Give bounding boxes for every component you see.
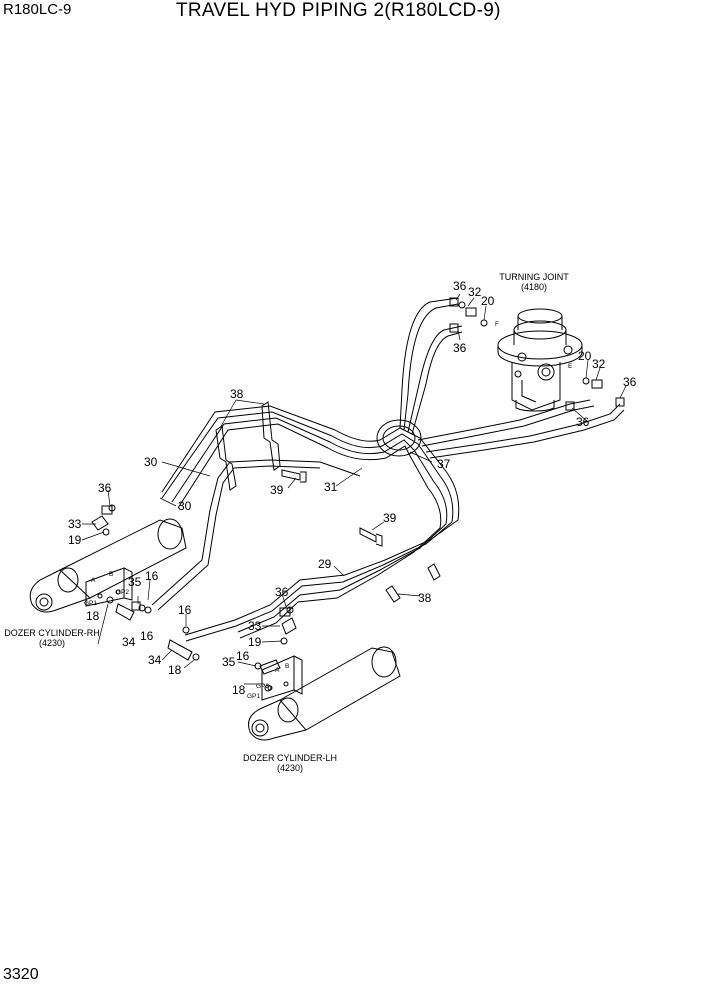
callout-36: 36 bbox=[576, 415, 590, 429]
callout-36: 36 bbox=[453, 279, 467, 293]
callout-18: 18 bbox=[232, 683, 246, 697]
turning-joint bbox=[497, 308, 583, 412]
turning-joint-label: TURNING JOINT bbox=[499, 272, 569, 282]
rh-port-gp2: GP2 bbox=[116, 589, 129, 596]
callout-34: 34 bbox=[122, 635, 136, 649]
callout-36: 36 bbox=[98, 481, 112, 495]
callout-32: 32 bbox=[592, 357, 606, 371]
callout-18: 18 bbox=[86, 609, 100, 623]
callout-33: 33 bbox=[248, 619, 262, 633]
callout-18: 18 bbox=[168, 663, 182, 677]
callout-20: 20 bbox=[481, 294, 495, 308]
bracket-38-upper bbox=[215, 401, 281, 491]
lh-port-gp2: GP2 bbox=[256, 683, 269, 690]
callout-33: 33 bbox=[68, 517, 82, 531]
turning-joint-ref: (4180) bbox=[521, 282, 547, 292]
bolt-39-upper bbox=[281, 469, 307, 483]
dozer-cylinder-lh bbox=[248, 646, 401, 741]
callout-39: 39 bbox=[383, 511, 397, 525]
callout-36: 36 bbox=[623, 375, 637, 389]
dozer-cylinder-lh-label: DOZER CYLINDER-LH bbox=[243, 753, 337, 763]
lh-port-b: B bbox=[285, 663, 289, 670]
callout-19: 19 bbox=[68, 533, 82, 547]
callout-32: 32 bbox=[468, 285, 482, 299]
callout-16: 16 bbox=[236, 649, 250, 663]
callout-36: 36 bbox=[275, 585, 289, 599]
callout-29: 29 bbox=[318, 557, 332, 571]
bolt-39-lower bbox=[359, 527, 383, 547]
model-code: R180LC-9 bbox=[3, 1, 72, 18]
lh-port-gp1: GP1 bbox=[247, 693, 260, 700]
leader-lines bbox=[81, 293, 627, 685]
callout-35: 35 bbox=[222, 655, 236, 669]
fittings-turning-joint bbox=[449, 297, 625, 411]
callout-31: 31 bbox=[324, 480, 338, 494]
fittings-rh-cylinder bbox=[91, 504, 200, 661]
dozer-cylinder-rh-label: DOZER CYLINDER-RH bbox=[4, 628, 100, 638]
rh-port-b: B bbox=[109, 571, 113, 578]
callout-16: 16 bbox=[140, 629, 154, 643]
page-title: TRAVEL HYD PIPING 2(R180LCD-9) bbox=[176, 0, 501, 21]
callout-19: 19 bbox=[248, 635, 262, 649]
turning-joint-port-e: E bbox=[568, 363, 573, 370]
callout-38: 38 bbox=[230, 387, 244, 401]
rh-port-a: A bbox=[91, 577, 96, 584]
turning-joint-port-f: F bbox=[495, 321, 499, 328]
callout-35: 35 bbox=[128, 575, 142, 589]
rh-port-gp1: GP1 bbox=[84, 600, 97, 607]
hose-bundle bbox=[151, 297, 625, 642]
callout-30: 30 bbox=[144, 455, 158, 469]
lh-port-a: A bbox=[275, 667, 280, 674]
callout-34: 34 bbox=[148, 653, 162, 667]
callout-38: 38 bbox=[418, 591, 432, 605]
page-number: 3320 bbox=[3, 966, 39, 983]
callout-16: 16 bbox=[145, 569, 159, 583]
fittings-lh-cylinder bbox=[254, 606, 297, 692]
callout-39: 39 bbox=[270, 483, 284, 497]
callout-20: 20 bbox=[578, 349, 592, 363]
dozer-cylinder-rh bbox=[29, 518, 187, 613]
bracket-38-lower bbox=[385, 563, 441, 603]
callout-16: 16 bbox=[178, 603, 192, 617]
callout-36: 36 bbox=[453, 341, 467, 355]
callout-37: 37 bbox=[437, 457, 451, 471]
dozer-cylinder-rh-ref: (4230) bbox=[39, 638, 65, 648]
callout-30: 30 bbox=[178, 499, 192, 513]
dozer-cylinder-lh-ref: (4230) bbox=[277, 763, 303, 773]
